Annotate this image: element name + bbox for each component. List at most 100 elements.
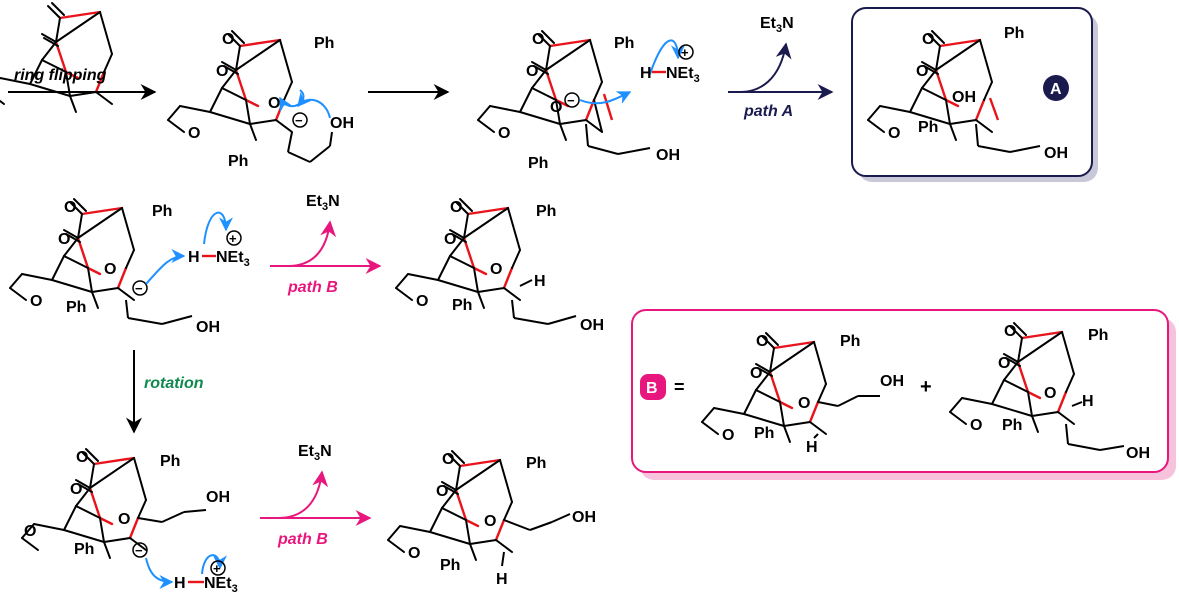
atom-h: H [496,571,508,588]
atom-ph: Ph [840,333,860,350]
atom-oh: OH [656,147,680,164]
minus-sign: − [135,543,143,558]
atom-o-carbonyl: O [750,365,762,382]
label-b-badge [640,374,666,400]
atom-o-alkoxide: O [550,99,562,116]
atom-ph: Ph [1004,25,1024,42]
atom-o-carbonyl: O [70,481,82,498]
atom-o-ring: O [24,523,36,540]
ring-flipping-arrow: ring flipping [8,67,157,100]
plus-sign: + [213,561,221,576]
atom-o-bridge: O [798,395,810,412]
atom-ph: Ph [440,557,460,574]
atom-o-ring: O [30,293,42,310]
plus-between: + [920,376,932,398]
atom-h: H [174,575,186,592]
electron-arrow [145,557,174,589]
atom-o-carbonyl: O [442,451,454,468]
atom-ph: Ph [754,425,774,442]
et3n-label: Et3N [298,443,332,463]
ammonium-charge [226,230,242,246]
bicyclic-skeleton [0,2,113,113]
atom-oh: OH [330,115,354,132]
atom-o-bridge: O [490,261,502,278]
atom-o-carbonyl: O [922,31,934,48]
atom-h: H [640,65,652,82]
atom-ph: Ph [152,203,172,220]
atom-o-ring: O [722,427,734,444]
atom-o-carbonyl: O [450,199,462,216]
plus-sign: + [681,45,689,60]
atom-ph: Ph [1088,327,1108,344]
intermediate-1: O O Ph O O Ph OH − [166,29,354,170]
path-b-arrow: Et3N path B [260,443,372,548]
path-b-label: path B [277,531,328,548]
ammonium-charge [210,560,226,576]
path-b-label: path B [287,279,338,296]
label-a: A [1050,81,1062,98]
path-a-arrow: Et3N path A [728,15,834,120]
electron-arrow [579,91,632,105]
atom-ph: Ph [536,203,556,220]
electron-arrow [297,91,331,119]
alkoxide-charge [564,92,580,108]
atom-o-carbonyl: O [998,355,1010,372]
atom-ph: Ph [528,155,548,172]
atom-h: H [188,249,200,266]
rotation-label: rotation [144,375,204,392]
et3n-label: Et3N [760,15,794,35]
minus-sign: − [295,113,303,128]
atom-oh: OH [206,489,230,506]
atom-o-carbonyl: O [216,63,228,80]
label-b: B [646,380,658,397]
atom-net3: NEt3 [216,249,250,269]
atom-o-ring: O [888,125,900,142]
atom-oh: OH [1126,445,1150,462]
atom-net3: NEt3 [204,575,238,595]
atom-o-bridge: O [268,95,280,112]
atom-net3: NEt3 [666,65,700,85]
product-b-1: O O Ph O O Ph H OH [394,197,604,334]
atom-o-carbonyl: O [436,483,448,500]
atom-ph: Ph [918,119,938,136]
ring-flipping-label: ring flipping [14,67,107,84]
product-b-2: O O Ph O O Ph H OH [386,449,596,588]
atom-o-ring: O [970,417,982,434]
atom-o-carbonyl: O [756,333,768,350]
atom-o-bridge: O [104,261,116,278]
minus-sign: − [567,93,575,108]
electron-arrow [649,39,685,75]
atom-ph: Ph [314,35,334,52]
atom-o-carbonyl: O [444,231,456,248]
path-b-arrow: Et3N path B [270,193,382,296]
atom-oh: OH [572,509,596,526]
atom-o-ring: O [188,125,200,142]
ammonium-charge [678,44,694,60]
carbanion-charge [132,542,148,558]
et3n-label: Et3N [306,193,340,213]
atom-o-ring: O [408,545,420,562]
atom-o-carbonyl: O [916,63,928,80]
atom-o-bridge: O [484,513,496,530]
intermediate-4: O O Ph O O Ph OH − H NEt3 + [20,447,238,595]
atom-h: H [1082,393,1094,410]
atom-ph: Ph [452,297,472,314]
label-a-badge [1043,75,1069,101]
plus-sign: + [229,231,237,246]
atom-oh: OH [952,89,976,106]
atom-ph: Ph [66,299,86,316]
atom-ph: Ph [614,35,634,52]
atom-o-bridge: O [1044,385,1056,402]
electron-arrow [201,554,227,575]
atom-oh: OH [880,373,904,390]
electron-arrow [145,249,186,285]
atom-ph: Ph [74,541,94,558]
rotation-arrow: rotation [126,350,204,434]
equals-sign: = [674,377,685,397]
carbanion-charge [132,280,148,296]
atom-o-ring: O [498,125,510,142]
intermediate-3: O O Ph O O Ph OH − H NEt3 + [8,197,250,336]
carbanion-charge [292,112,308,128]
atom-oh: OH [1044,145,1068,162]
